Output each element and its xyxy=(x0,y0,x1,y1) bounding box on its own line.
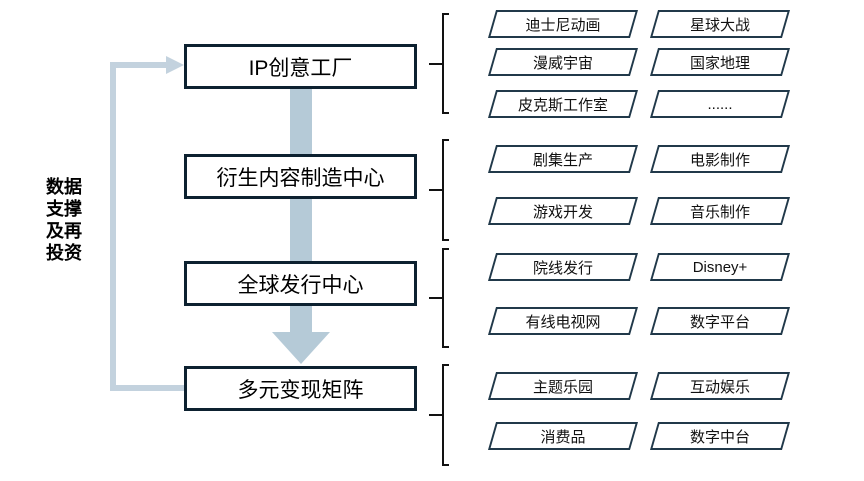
stage-item: 主题乐园 xyxy=(487,372,639,400)
stage-item-label: 院线发行 xyxy=(532,259,593,277)
stage-item-label: 消费品 xyxy=(540,428,586,446)
stage-item: 消费品 xyxy=(487,422,639,450)
stage-item: 院线发行 xyxy=(487,253,639,281)
side-label-line: 支撑 xyxy=(46,199,82,219)
stage-item-label: 皮克斯工作室 xyxy=(517,96,608,114)
stage-item: 剧集生产 xyxy=(487,145,639,173)
side-label-line: 投资 xyxy=(46,243,82,263)
stage-box-distribution: 全球发行中心 xyxy=(184,261,417,306)
stage-item-label: 有线电视网 xyxy=(525,313,601,331)
stage-item: 音乐制作 xyxy=(649,197,791,225)
stage-bracket-4 xyxy=(429,364,449,466)
stage-item-label: 主题乐园 xyxy=(532,378,593,396)
side-label-line: 及再 xyxy=(46,221,82,241)
stage-item: 迪士尼动画 xyxy=(487,10,639,38)
stage-item: 数字平台 xyxy=(649,307,791,335)
feedback-loop-arrow xyxy=(110,56,186,391)
stage-item: 有线电视网 xyxy=(487,307,639,335)
stage-item-label: 国家地理 xyxy=(689,54,750,72)
stage-item: 互动娱乐 xyxy=(649,372,791,400)
stage-item-label: 迪士尼动画 xyxy=(525,16,601,34)
stage-box-ip-factory: IP创意工厂 xyxy=(184,44,417,89)
stage-item: ...... xyxy=(649,90,791,118)
stage-item-label: 数字中台 xyxy=(689,428,750,446)
stage-item-label: 互动娱乐 xyxy=(689,378,750,396)
side-label-line: 数据 xyxy=(46,177,82,197)
stage-item-label: ...... xyxy=(707,95,733,113)
stage-item-label: 电影制作 xyxy=(689,151,750,169)
stage-item-label: 星球大战 xyxy=(689,16,750,34)
stage-item: Disney+ xyxy=(649,253,791,281)
stage-bracket-1 xyxy=(429,13,449,114)
stage-box-monetization: 多元变现矩阵 xyxy=(184,366,417,411)
stage-item-label: Disney+ xyxy=(692,258,748,276)
stage-item: 星球大战 xyxy=(649,10,791,38)
down-arrowhead-icon xyxy=(272,332,330,364)
stage-item-label: 数字平台 xyxy=(689,313,750,331)
stage-item-label: 漫威宇宙 xyxy=(532,54,593,72)
stage-box-content-center: 衍生内容制造中心 xyxy=(184,154,417,199)
stage-item: 游戏开发 xyxy=(487,197,639,225)
right-arrowhead-icon xyxy=(166,56,184,74)
stage-item: 电影制作 xyxy=(649,145,791,173)
stage-bracket-3 xyxy=(429,248,449,348)
stage-item-label: 剧集生产 xyxy=(532,151,593,169)
stage-item: 数字中台 xyxy=(649,422,791,450)
stage-item: 皮克斯工作室 xyxy=(487,90,639,118)
stage-item-label: 音乐制作 xyxy=(689,203,750,221)
side-label-data-reinvest: 数据 支撑 及再 投资 xyxy=(36,176,92,264)
stage-bracket-2 xyxy=(429,139,449,241)
stage-item: 国家地理 xyxy=(649,48,791,76)
stage-item: 漫威宇宙 xyxy=(487,48,639,76)
stage-item-label: 游戏开发 xyxy=(532,203,593,221)
